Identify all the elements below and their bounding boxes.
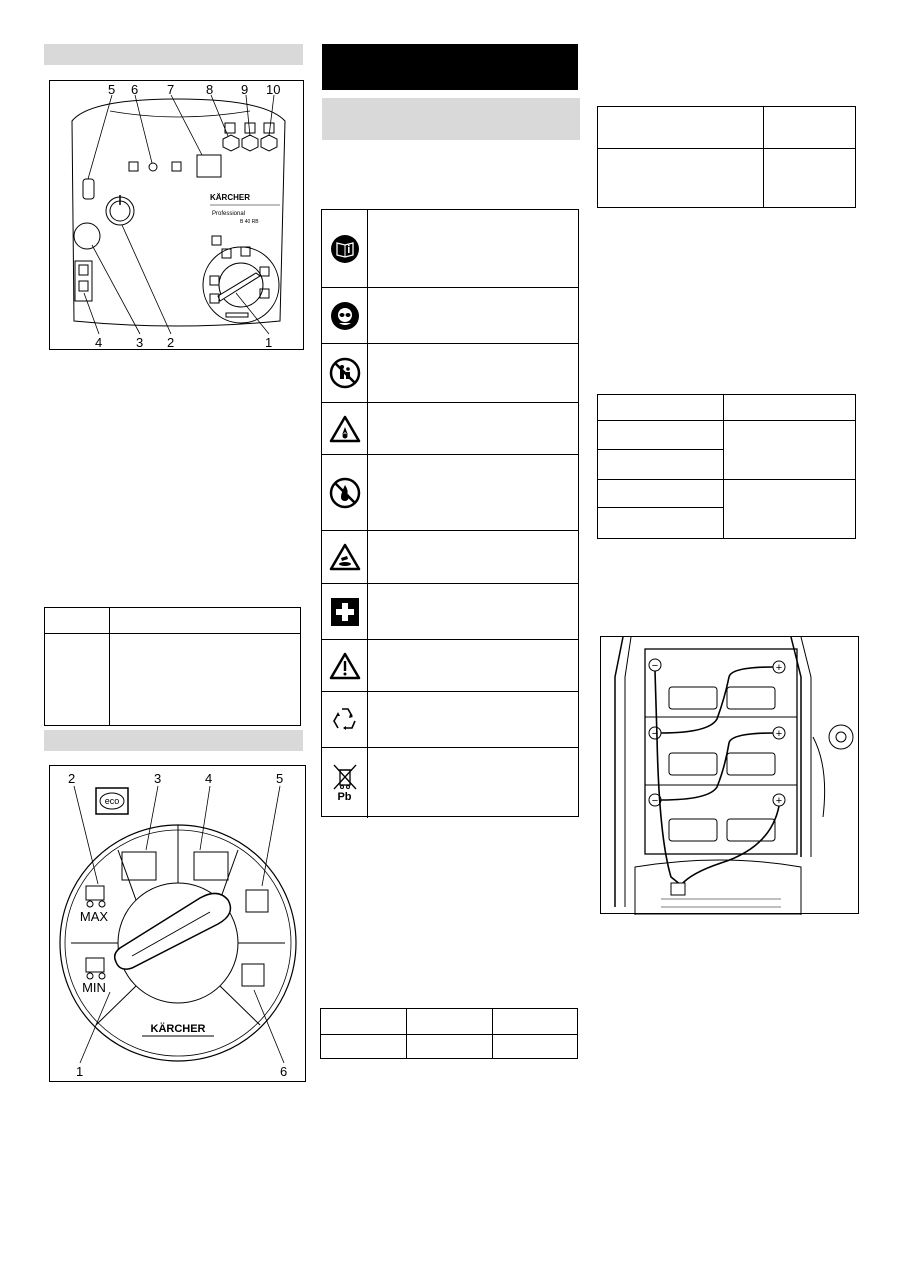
minus-terminal-3: − [652, 795, 658, 807]
acid-warning-icon [322, 531, 368, 583]
table-cell [763, 106, 856, 149]
recycling-icon [322, 692, 368, 747]
table-cell [109, 633, 301, 726]
symbol-row [322, 288, 578, 344]
table-cell [320, 1034, 407, 1059]
table-cell [763, 148, 856, 208]
callout-7: 7 [167, 82, 174, 97]
table-cell [597, 394, 724, 421]
lamp-6 [148, 162, 158, 172]
control-panel-figure: KÄRCHER Professional B 40 RB 5 6 7 8 9 1… [49, 80, 304, 350]
table-cell [320, 1008, 407, 1035]
selector-callout-2: 2 [68, 771, 75, 786]
selector-knob [113, 892, 232, 970]
safety-symbols-table: Pb [321, 209, 579, 818]
table-cell [44, 607, 110, 634]
callout-8: 8 [206, 82, 213, 97]
callout-10: 10 [266, 82, 280, 97]
svg-text:Professional: Professional [212, 211, 245, 217]
svg-text:KÄRCHER: KÄRCHER [210, 193, 250, 202]
hex-button-8 [222, 134, 240, 152]
table-cell [492, 1008, 578, 1035]
table-cell [597, 479, 724, 508]
min-label: MIN [82, 980, 106, 995]
no-open-flame-icon [322, 455, 368, 530]
callout-6: 6 [131, 82, 138, 97]
first-aid-icon [322, 584, 368, 639]
switch-5 [82, 178, 95, 200]
table-cell [597, 148, 764, 208]
selector-brand: KÄRCHER [151, 1022, 206, 1035]
symbol-row: Pb [322, 748, 578, 818]
table-cell [723, 420, 856, 480]
general-warning-icon [322, 640, 368, 691]
table-cell [492, 1034, 578, 1059]
section-header-bar [322, 98, 580, 140]
table-cell [597, 420, 724, 450]
manual-info-icon [322, 210, 368, 287]
plus-terminal-2: + [776, 728, 782, 740]
plus-terminal-1: + [776, 662, 782, 674]
callout-3: 3 [136, 335, 143, 350]
symbol-row [322, 455, 578, 531]
callout-5: 5 [108, 82, 115, 97]
max-label: MAX [80, 909, 109, 924]
callout-2: 2 [167, 335, 174, 350]
program-selector-drawing: eco MAX MIN KÄRCHER 2 3 4 5 1 6 [59, 771, 297, 1079]
explosion-warning-icon [322, 403, 368, 454]
selector-callout-4: 4 [205, 771, 212, 786]
crossed-bin-pb-icon: Pb [322, 748, 368, 818]
table-cell [406, 1008, 493, 1035]
chapter-header-bar [322, 44, 578, 90]
selector-callout-1: 1 [76, 1064, 83, 1079]
callout-4: 4 [95, 335, 102, 350]
control-panel-drawing: KÄRCHER Professional B 40 RB 5 6 7 8 9 1… [71, 82, 286, 350]
hex-button-10 [260, 134, 278, 152]
table-cell [723, 394, 856, 421]
table-cell [406, 1034, 493, 1059]
pb-label: Pb [337, 791, 352, 803]
battery-connection-figure: − − − + + + [600, 636, 859, 916]
keep-children-away-icon [322, 344, 368, 402]
svg-text:B 40 RB: B 40 RB [240, 219, 259, 225]
symbol-row [322, 640, 578, 692]
switch-block-4 [74, 260, 93, 302]
selector-callout-6: 6 [280, 1064, 287, 1079]
minus-terminal-2: − [652, 728, 658, 740]
battery-drawing: − − − + + + [614, 636, 854, 916]
table-cell [597, 449, 724, 480]
minus-terminal-1: − [652, 660, 658, 672]
svg-text:eco: eco [105, 796, 120, 806]
symbol-row [322, 344, 578, 403]
section-header-bar [44, 730, 303, 751]
right-table-1 [597, 106, 856, 208]
callout-9: 9 [241, 82, 248, 97]
symbol-row [322, 403, 578, 455]
right-table-2 [597, 394, 856, 539]
hex-button-9 [241, 134, 259, 152]
table-cell [109, 607, 301, 634]
callout-1: 1 [265, 335, 272, 350]
table-cell [597, 507, 724, 539]
left-table [44, 607, 301, 726]
plus-terminal-3: + [776, 795, 782, 807]
button-3 [73, 222, 101, 250]
section-header-bar [44, 44, 303, 65]
symbol-row [322, 210, 578, 288]
selector-callout-5: 5 [276, 771, 283, 786]
eye-protection-icon [322, 288, 368, 343]
symbol-row [322, 531, 578, 584]
selector-callout-3: 3 [154, 771, 161, 786]
display-7 [196, 154, 222, 178]
table-cell [723, 479, 856, 539]
symbol-row [322, 692, 578, 748]
symbol-row [322, 584, 578, 640]
table-cell [44, 633, 110, 726]
program-selector-figure: eco MAX MIN KÄRCHER 2 3 4 5 1 6 [49, 765, 306, 1082]
table-cell [597, 106, 764, 149]
middle-table [320, 1008, 578, 1059]
